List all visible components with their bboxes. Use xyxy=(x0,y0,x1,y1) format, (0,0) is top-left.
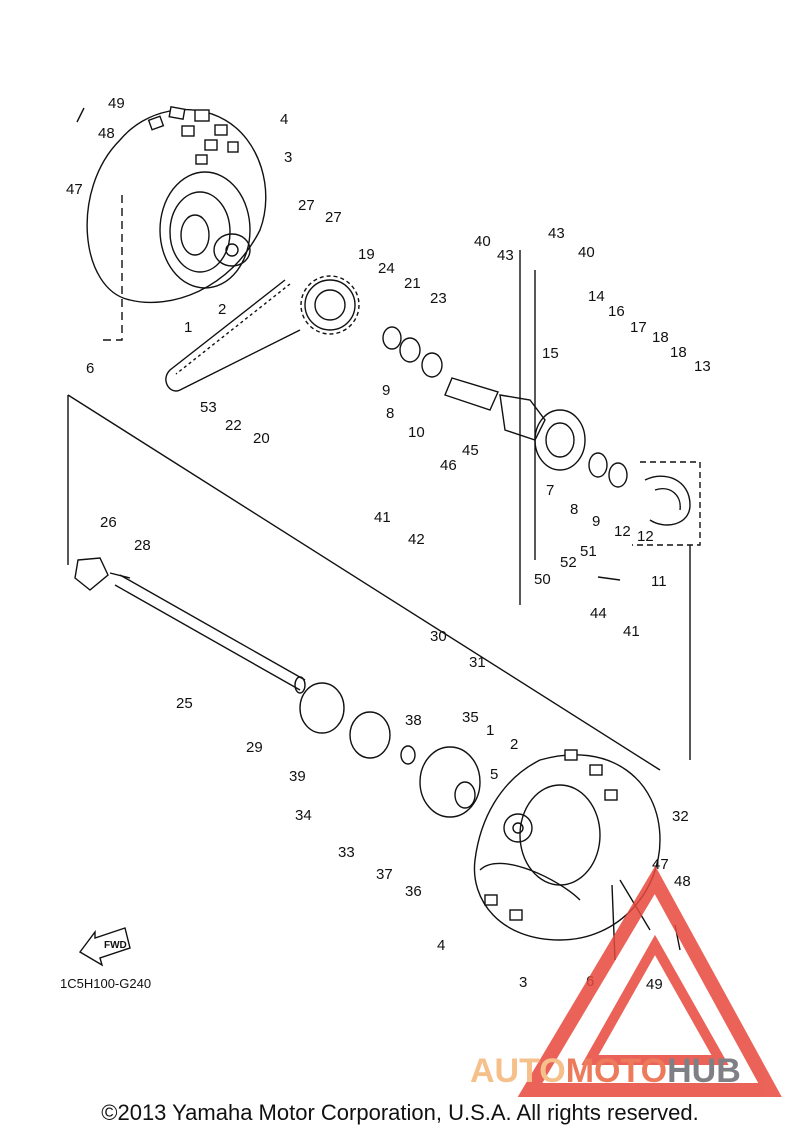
part-number-16: 16 xyxy=(608,303,625,320)
part-number-27: 27 xyxy=(298,197,315,214)
upper-wheel-tire xyxy=(86,106,267,304)
part-number-12: 12 xyxy=(614,523,631,540)
part-number-21: 21 xyxy=(404,275,421,292)
seal-8-upper xyxy=(421,352,443,378)
part-number-8: 8 xyxy=(386,405,394,422)
axle-hub-26 xyxy=(74,557,109,591)
part-number-17: 17 xyxy=(630,319,647,336)
part-number-7: 7 xyxy=(546,482,554,499)
part-number-39: 39 xyxy=(289,768,306,785)
part-number-14: 14 xyxy=(588,288,605,305)
exploded-parts-diagram: FWD 494847432727126192421239810532220404… xyxy=(60,95,782,1097)
part-number-28: 28 xyxy=(134,537,151,554)
part-number-51: 51 xyxy=(580,543,597,560)
part-number-20: 20 xyxy=(253,430,270,447)
part-number-labels: 4948474327271261924212398105322204043434… xyxy=(66,95,711,993)
part-number-8: 8 xyxy=(570,501,578,518)
part-number-22: 22 xyxy=(225,417,242,434)
part-number-42: 42 xyxy=(408,531,425,548)
sprocket xyxy=(300,275,360,335)
brake-drum xyxy=(419,746,481,818)
part-number-50: 50 xyxy=(534,571,551,588)
part-number-2: 2 xyxy=(510,736,518,753)
spacer-tube xyxy=(444,377,499,411)
part-number-6: 6 xyxy=(86,360,94,377)
watermark-logo xyxy=(517,865,782,1097)
drive-chain xyxy=(165,279,301,392)
upper-hub xyxy=(213,233,251,267)
diagram-code: 1C5H100-G240 xyxy=(60,976,151,991)
part-number-49: 49 xyxy=(108,95,125,112)
axle-housing xyxy=(499,394,586,471)
hub-29 xyxy=(299,682,345,734)
lower-hub xyxy=(503,813,533,843)
part-number-25: 25 xyxy=(176,695,193,712)
part-number-23: 23 xyxy=(430,290,447,307)
part-number-47: 47 xyxy=(66,181,83,198)
part-number-53: 53 xyxy=(200,399,217,416)
part-number-9: 9 xyxy=(382,382,390,399)
part-number-3: 3 xyxy=(284,149,292,166)
part-number-27: 27 xyxy=(325,209,342,226)
part-number-24: 24 xyxy=(378,260,395,277)
part-number-44: 44 xyxy=(590,605,607,622)
part-number-13: 13 xyxy=(694,358,711,375)
part-number-11: 11 xyxy=(651,573,667,590)
part-number-1: 1 xyxy=(184,319,192,336)
part-number-4: 4 xyxy=(280,111,288,128)
part-number-49: 49 xyxy=(646,976,663,993)
watermark-auto: AUTO xyxy=(470,1052,566,1090)
lower-wheel-tire xyxy=(473,749,661,941)
part-number-10: 10 xyxy=(408,424,425,441)
part-number-40: 40 xyxy=(474,233,491,250)
seal-23 xyxy=(382,326,402,350)
part-number-32: 32 xyxy=(672,808,689,825)
fwd-label: FWD xyxy=(104,940,127,951)
part-number-33: 33 xyxy=(338,844,355,861)
part-number-5: 5 xyxy=(490,766,498,783)
forward-arrow-icon: FWD xyxy=(78,927,131,967)
part-number-41: 41 xyxy=(623,623,640,640)
part-number-9: 9 xyxy=(592,513,600,530)
rear-axle xyxy=(114,574,306,694)
collar-39 xyxy=(400,745,416,765)
watermark-text: AUTOMOTOHUB xyxy=(470,1052,741,1091)
part-number-52: 52 xyxy=(560,554,577,571)
part-number-41: 41 xyxy=(374,509,391,526)
part-number-31: 31 xyxy=(469,654,486,671)
part-number-12: 12 xyxy=(637,528,654,545)
part-number-48: 48 xyxy=(98,125,115,142)
hub-32 xyxy=(349,711,391,759)
part-number-2: 2 xyxy=(218,301,226,318)
part-number-15: 15 xyxy=(542,345,559,362)
part-number-3: 3 xyxy=(519,974,527,991)
part-number-48: 48 xyxy=(674,873,691,890)
copyright-footer: ©2013 Yamaha Motor Corporation, U.S.A. A… xyxy=(101,1100,699,1125)
brake-shoe-kit xyxy=(644,475,691,526)
part-number-1: 1 xyxy=(486,722,494,739)
part-number-40: 40 xyxy=(578,244,595,261)
part-number-29: 29 xyxy=(246,739,263,756)
part-number-18: 18 xyxy=(652,329,669,346)
part-number-43: 43 xyxy=(497,247,514,264)
part-number-36: 36 xyxy=(405,883,422,900)
part-number-46: 46 xyxy=(440,457,457,474)
part-number-30: 30 xyxy=(430,628,447,645)
watermark-moto: MOTO xyxy=(565,1052,668,1090)
part-number-18: 18 xyxy=(670,344,687,361)
part-number-38: 38 xyxy=(405,712,422,729)
part-number-35: 35 xyxy=(462,709,479,726)
part-number-26: 26 xyxy=(100,514,117,531)
part-number-4: 4 xyxy=(437,937,445,954)
part-number-34: 34 xyxy=(295,807,312,824)
watermark-hub: HUB xyxy=(667,1052,741,1090)
part-number-43: 43 xyxy=(548,225,565,242)
part-number-37: 37 xyxy=(376,866,393,883)
part-number-19: 19 xyxy=(358,246,375,263)
part-number-45: 45 xyxy=(462,442,479,459)
bearing-9-upper xyxy=(399,337,421,363)
